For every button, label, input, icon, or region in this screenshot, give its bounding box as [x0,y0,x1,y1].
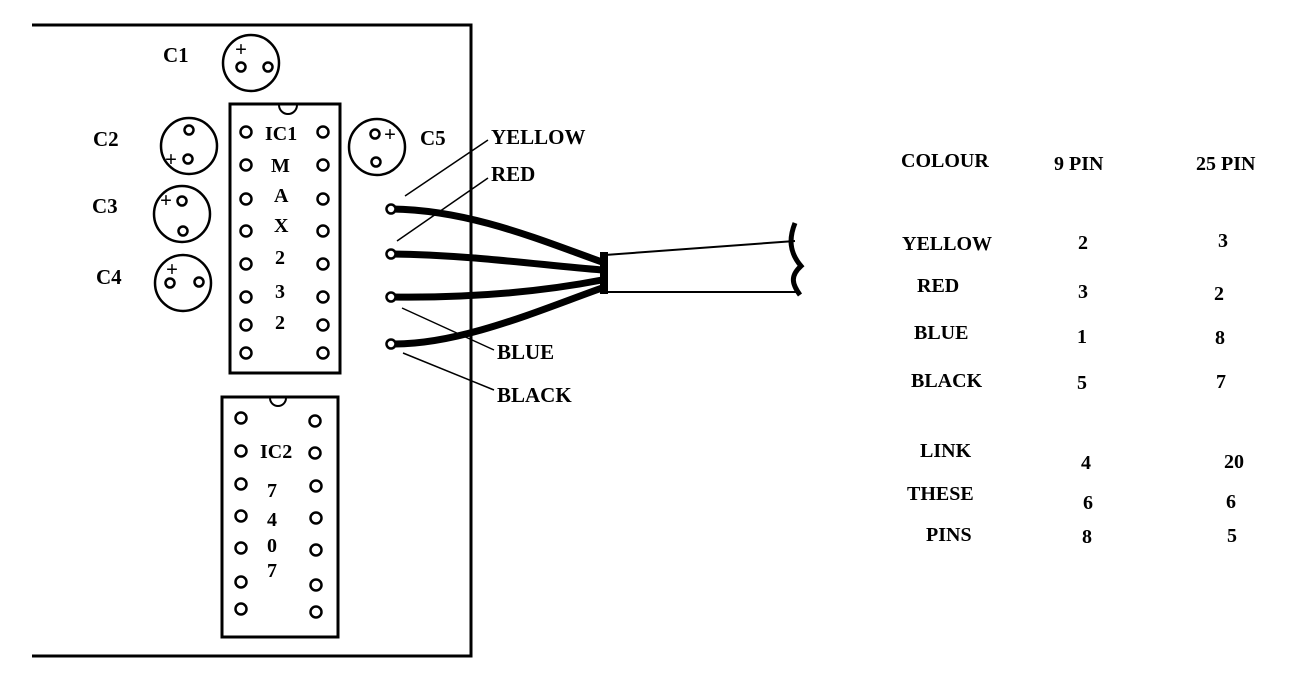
capacitor-plus-sign: + [166,257,178,281]
wire-label-black: BLACK [497,383,572,407]
circuit-board-outline [32,23,473,658]
ic1-part-letter: 3 [275,281,285,303]
capacitor-plus-sign: + [235,37,247,61]
wires [388,205,606,348]
table-colour-cell: YELLOW [902,233,992,255]
table-9pin-cell: 4 [1081,452,1091,474]
ic1-part-letter: X [274,215,289,237]
table-header-colour: COLOUR [901,150,989,172]
table-25pin-cell: 2 [1214,283,1224,305]
capacitor-plus-sign: + [384,122,396,146]
ic1-part-letter: M [271,155,290,177]
table-9pin-cell: 3 [1078,281,1088,303]
ic2-name: IC2 [260,441,292,463]
table-25pin-cell: 8 [1215,327,1225,349]
capacitor-c3: + C3 [92,184,212,244]
ic1-pins [239,125,330,360]
capacitor-c1: + C1 [163,33,281,93]
wire-label-red: RED [491,162,535,186]
capacitor-label: C1 [163,43,189,67]
wire-leader-lines [396,139,495,391]
table-25pin-cell: 20 [1224,451,1244,473]
table-link-label: LINK [920,440,972,462]
ic1-name: IC1 [265,123,297,145]
table-9pin-cell: 6 [1083,492,1093,514]
table-9pin-cell: 2 [1078,232,1088,254]
ic1-part-letter: 2 [275,312,285,334]
table-25pin-cell: 3 [1218,230,1228,252]
pinout-table: COLOUR 9 PIN 25 PIN YELLOW 2 3 RED 3 2 B… [901,150,1256,548]
capacitor-label: C2 [93,127,119,151]
ic2-part-letter: 7 [267,480,277,502]
ic1-part-letter: 2 [275,247,285,269]
ic2-part-letter: 4 [267,509,277,531]
ic1-part-letter: A [274,185,289,207]
table-colour-cell: BLACK [911,370,983,392]
ic2-part-letter: 7 [267,560,277,582]
wire-label-blue: BLUE [497,340,554,364]
ic2-part-letter: 0 [267,535,277,557]
table-header-25pin: 25 PIN [1196,153,1256,175]
table-25pin-cell: 6 [1226,491,1236,513]
table-colour-cell: RED [917,275,959,297]
table-header-9pin: 9 PIN [1054,153,1104,175]
table-25pin-cell: 5 [1227,525,1237,547]
capacitor-c4: + C4 [96,253,213,313]
table-9pin-cell: 1 [1077,326,1087,348]
capacitor-label: C4 [96,265,122,289]
capacitor-label: C5 [420,126,446,150]
capacitor-c5: + C5 [347,117,446,177]
table-link-label: PINS [926,524,972,546]
capacitor-plus-sign: + [160,188,172,212]
capacitor-plus-sign: + [165,147,177,171]
wire-terminals [385,203,397,350]
table-link-label: THESE [907,483,974,505]
table-25pin-cell: 7 [1216,371,1226,393]
table-9pin-cell: 5 [1077,372,1087,394]
ic2-chip: IC2 7 4 0 7 [220,395,340,639]
table-colour-cell: BLUE [914,322,968,344]
ic2-pins [234,411,323,619]
wire-label-yellow: YELLOW [491,125,586,149]
table-9pin-cell: 8 [1082,526,1092,548]
cable [600,222,805,297]
capacitor-label: C3 [92,194,118,218]
ic1-chip: IC1 M A X 2 3 2 [228,102,342,375]
capacitor-c2: + C2 [93,116,219,176]
